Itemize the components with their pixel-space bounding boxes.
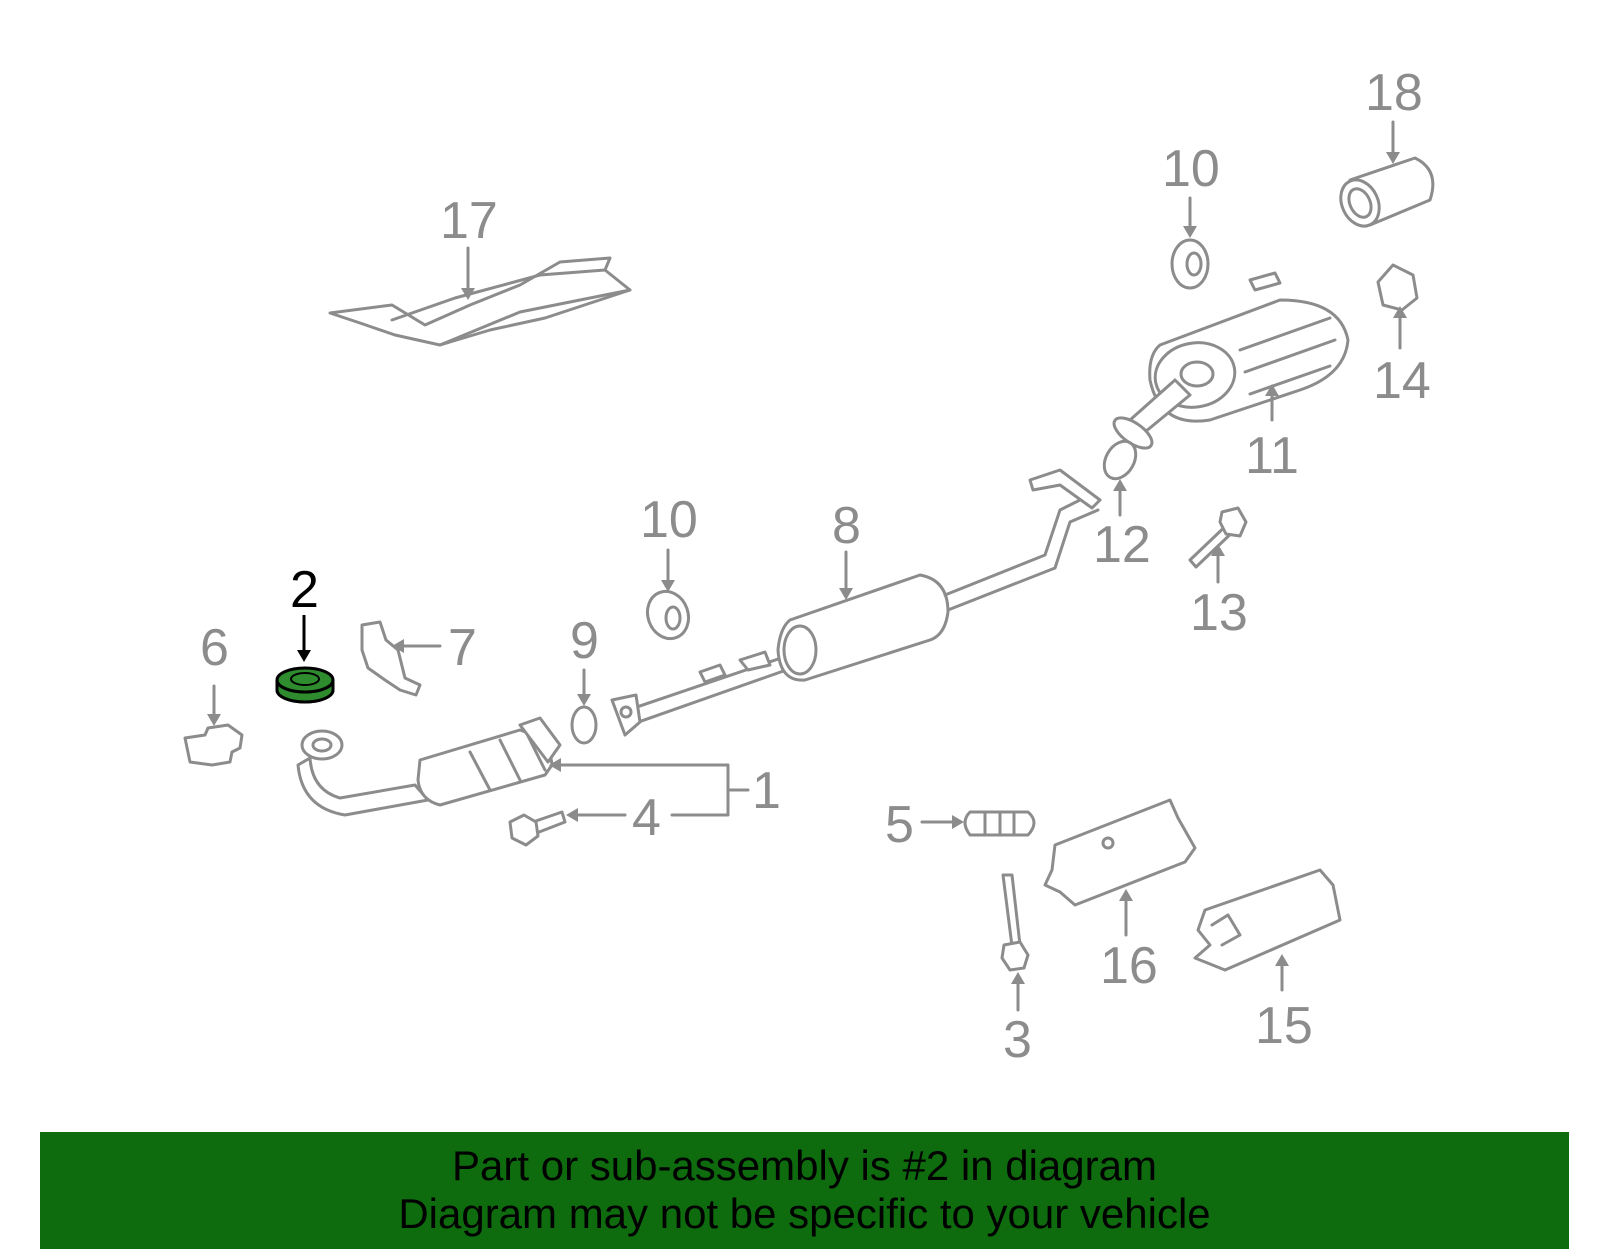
- arrowhead-7: [392, 639, 404, 653]
- banner-line-1: Part or sub-assembly is #2 in diagram: [452, 1142, 1157, 1189]
- part-2-gasket-highlighted[interactable]: [275, 666, 335, 704]
- arrowhead-10-front: [661, 580, 675, 592]
- callout-2: 2: [290, 561, 319, 619]
- callout-5: 5: [885, 796, 914, 854]
- part-11-muffler[interactable]: [1109, 271, 1350, 454]
- callout-7: 7: [448, 619, 477, 677]
- part-14-nut[interactable]: [1376, 263, 1419, 312]
- callout-10-rear: 10: [1162, 140, 1220, 198]
- arrowhead-14: [1393, 306, 1407, 318]
- callout-18: 18: [1365, 64, 1423, 122]
- part-13-bolt[interactable]: [1188, 506, 1248, 569]
- arrowhead-1: [549, 758, 561, 772]
- callout-9: 9: [570, 612, 599, 670]
- part-9-gasket[interactable]: [570, 705, 598, 745]
- part-10-rubber-mount-rear[interactable]: [1170, 238, 1210, 290]
- callout-15: 15: [1255, 997, 1313, 1055]
- part-4-bolt[interactable]: [508, 810, 567, 847]
- arrowhead-16: [1119, 889, 1133, 901]
- callout-12: 12: [1093, 516, 1151, 574]
- part-1-front-pipe-converter[interactable]: [296, 716, 562, 817]
- callout-10-front: 10: [640, 491, 698, 549]
- arrowhead-2: [297, 650, 311, 662]
- callout-4: 4: [632, 789, 661, 847]
- callout-6: 6: [200, 619, 229, 677]
- banner-line-2: Diagram may not be specific to your vehi…: [398, 1190, 1211, 1237]
- arrowhead-4: [566, 808, 578, 822]
- part-7-bracket[interactable]: [360, 620, 422, 697]
- arrowhead-17: [461, 288, 475, 300]
- callout-1: 1: [752, 762, 781, 820]
- exhaust-parts-diagram: 17 18 10 14 11 12 13: [183, 64, 1435, 1069]
- part-18-exhaust-tip[interactable]: [1334, 156, 1435, 232]
- callout-13: 13: [1190, 584, 1248, 642]
- part-12-gasket[interactable]: [1098, 436, 1142, 485]
- callout-8: 8: [832, 497, 861, 555]
- arrowhead-9: [577, 694, 591, 706]
- part-15-heat-shield[interactable]: [1193, 868, 1342, 972]
- part-5-spacer[interactable]: [963, 810, 1036, 837]
- part-8-center-pipe[interactable]: [610, 468, 1102, 737]
- arrowhead-5: [952, 815, 964, 829]
- part-3-long-bolt[interactable]: [1000, 873, 1030, 972]
- callout-14: 14: [1373, 352, 1431, 410]
- arrowhead-6: [207, 714, 221, 726]
- notice-banner: Part or sub-assembly is #2 in diagram Di…: [40, 1132, 1569, 1249]
- arrowhead-12: [1113, 479, 1127, 491]
- arrowhead-15: [1275, 954, 1289, 966]
- part-17-heat-shield[interactable]: [328, 256, 632, 347]
- callout-16: 16: [1100, 937, 1158, 995]
- part-10-rubber-mount-front[interactable]: [641, 586, 695, 645]
- arrowhead-3: [1011, 972, 1025, 984]
- arrowhead-8: [839, 588, 853, 600]
- callout-3: 3: [1003, 1011, 1032, 1069]
- part-6-hanger[interactable]: [183, 723, 244, 767]
- arrowhead-13: [1211, 544, 1225, 556]
- callout-11: 11: [1245, 427, 1299, 485]
- callout-17: 17: [440, 192, 498, 250]
- arrowhead-11: [1265, 384, 1279, 396]
- arrowhead-18: [1386, 152, 1400, 164]
- part-16-heat-shield[interactable]: [1043, 798, 1197, 907]
- arrowhead-10-rear: [1183, 226, 1197, 238]
